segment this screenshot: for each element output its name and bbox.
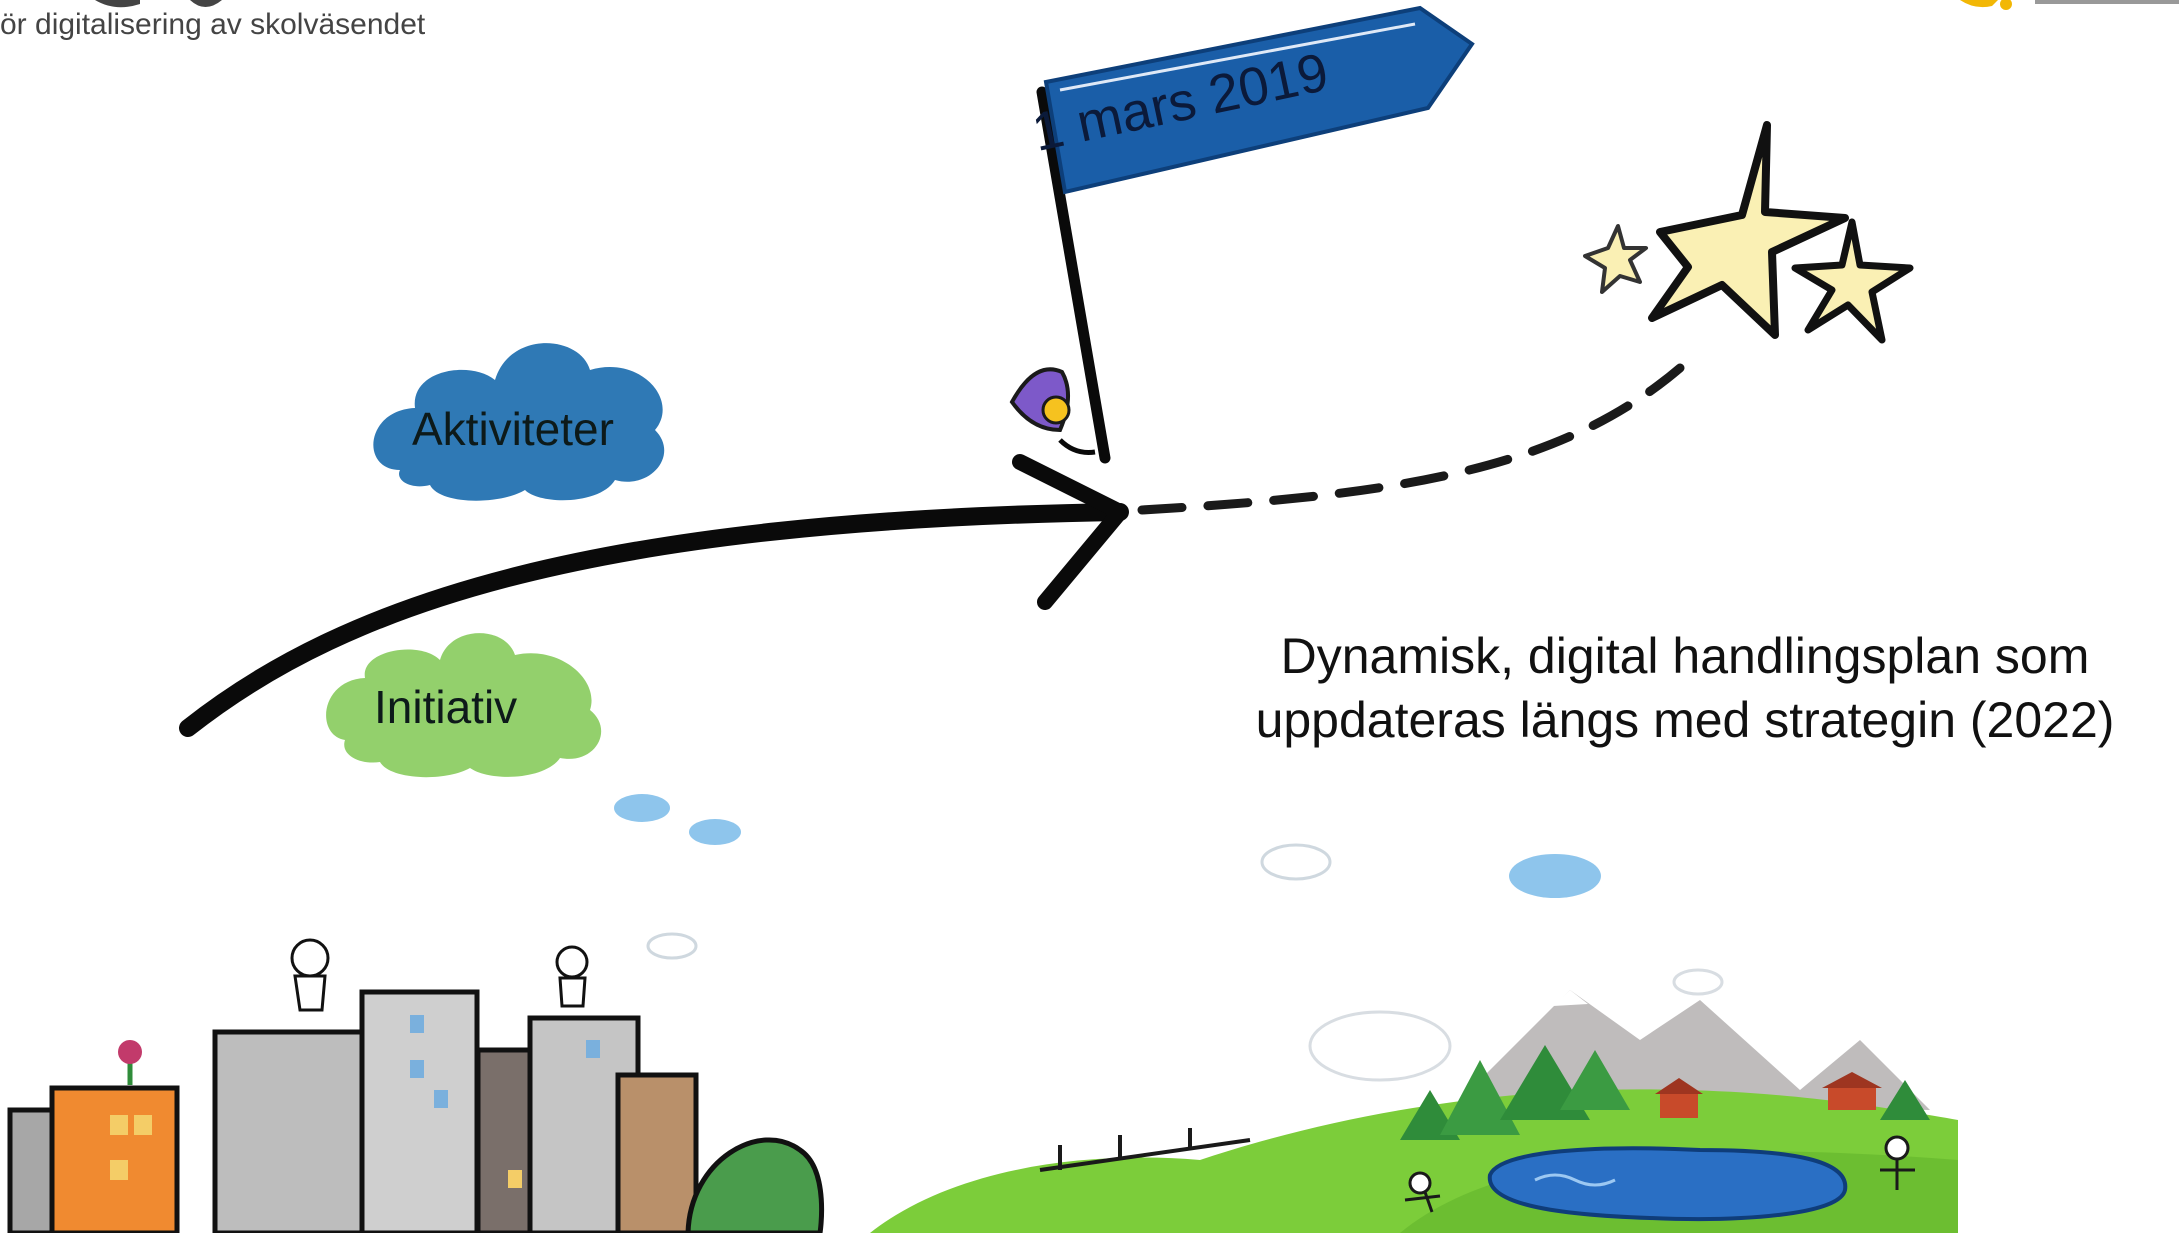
barns — [1655, 1072, 1882, 1118]
flag-pole — [1036, 86, 1111, 464]
logo-fragment-right — [1960, 0, 2179, 10]
action-plan-statement: Dynamisk, digital handlingsplan som uppd… — [1195, 624, 2175, 752]
cloud-initiatives-label: Initiativ — [374, 681, 518, 733]
flag-banner — [1043, 5, 1475, 195]
flower-icon — [1009, 367, 1096, 455]
fence — [1039, 1128, 1251, 1172]
statement-line-2: uppdateras längs med strategin (2022) — [1255, 692, 2115, 748]
trees — [1400, 1045, 1930, 1140]
cloud-activities-shape — [373, 343, 665, 501]
progress-arrow — [179, 503, 1129, 737]
small-clouds — [614, 794, 1724, 1082]
building-flower-icon — [118, 1040, 142, 1085]
building-windows — [110, 1015, 600, 1188]
cloud-activities-label: Aktiviteter — [412, 403, 614, 455]
lake — [1487, 1146, 1848, 1222]
arrow-head — [1012, 454, 1128, 610]
cloud-initiatives-shape — [326, 633, 602, 778]
rooftop-figures — [290, 938, 589, 1012]
future-path-dashed — [1137, 363, 1685, 515]
header-subtitle: ör digitalisering av skolväsendet — [0, 8, 426, 41]
logo-fragment-left — [95, 0, 222, 8]
people-on-field — [1404, 1135, 1915, 1213]
statement-line-1: Dynamisk, digital handlingsplan som — [1280, 628, 2090, 684]
stars-icon — [1583, 121, 1914, 344]
